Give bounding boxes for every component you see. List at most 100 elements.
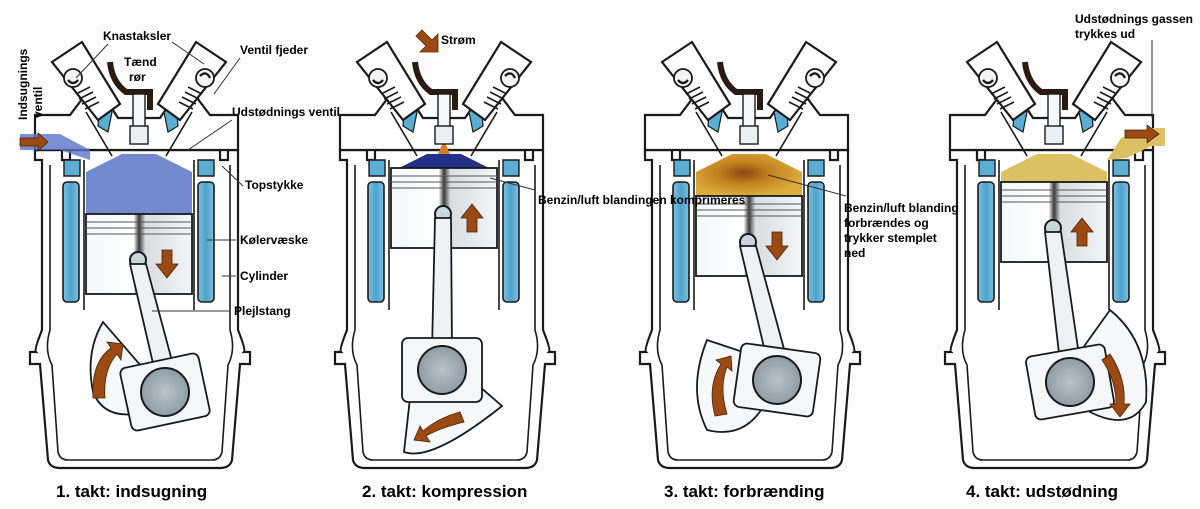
valve-spring-left <box>685 86 701 95</box>
cam-lobe-left <box>67 79 79 85</box>
head-coolant-left <box>63 159 81 177</box>
valve-spring-right <box>181 96 197 105</box>
exhaust-valve-housing <box>766 40 838 122</box>
engine-stroke-4 <box>943 40 1167 470</box>
crank-rotation-arrow-icon <box>92 341 124 399</box>
stroke-4-labels: Udstødnings gassen trykkes ud <box>1075 12 1193 118</box>
crankshaft-journal <box>417 345 467 395</box>
label-valve-spring: Ventil fjeder <box>240 43 308 57</box>
gas-combustion <box>696 154 802 196</box>
label-intake-valve-line2: ventil <box>31 87 45 118</box>
coolant-jacket-right <box>197 181 215 303</box>
head-coolant-right <box>807 159 825 177</box>
crank-rotation-arrow-icon <box>1101 353 1131 418</box>
stroke-2-labels: Strøm Benzin/luft blandingen komprimeres <box>415 29 746 207</box>
camshaft-right-icon <box>1110 68 1130 88</box>
piston-arrow-down-icon <box>155 249 179 279</box>
intake-valve-housing <box>965 40 1037 122</box>
valve-spring-left <box>84 101 100 110</box>
valve-spring-right <box>483 101 499 110</box>
engine-block-inner <box>656 165 844 461</box>
caption-stroke-3: 3. takt: forbrænding <box>664 482 825 501</box>
caption-stroke-4: 4. takt: udstødning <box>966 482 1118 501</box>
ignition-wire <box>1022 61 1068 110</box>
exhaust-arrow-icon <box>1124 124 1160 144</box>
valve-spring-right <box>178 101 194 110</box>
coolant-jacket-left <box>367 181 385 303</box>
valve-spring-right <box>1096 96 1112 105</box>
valve-stems <box>695 111 803 157</box>
crank-rotation-arrow-icon <box>413 411 465 443</box>
spark-plug-body <box>1044 125 1064 145</box>
cylinder-bore <box>83 160 195 310</box>
leader-exhaust-valve <box>187 119 233 151</box>
valve-stems <box>1000 111 1108 157</box>
stroke-1-labels: Indsugnings ventil Knastaksler Tænd rør … <box>16 29 340 318</box>
head-coolant-right <box>197 159 215 177</box>
leader-valve-spring <box>213 57 241 95</box>
valve-stems <box>390 111 498 157</box>
head-coolant-left <box>978 159 996 177</box>
spark-plug-body <box>739 125 759 145</box>
valve-spring-left <box>996 96 1012 105</box>
valve-spring-right <box>788 101 804 110</box>
cam-lobe-left <box>982 79 994 85</box>
valve-spring-right <box>492 86 508 95</box>
engine-block-inner <box>961 165 1149 461</box>
head-coolant-right <box>1112 159 1130 177</box>
caption-stroke-1: 1. takt: indsugning <box>56 482 207 501</box>
valve-spring-left <box>691 96 707 105</box>
valve-spring-right <box>184 91 200 100</box>
crankshaft-journal <box>140 367 190 417</box>
label-combustion-note-line1: Benzin/luft blanding <box>844 201 959 215</box>
label-combustion-note-line4: ned <box>844 246 865 260</box>
cam-lobe-left <box>372 79 384 85</box>
label-current: Strøm <box>441 33 476 47</box>
ignition-wire <box>107 61 153 110</box>
ignition-wire <box>412 61 458 110</box>
cam-lobe-right <box>504 72 517 79</box>
spark-plug-body <box>129 125 149 145</box>
valve-spring-left <box>386 96 402 105</box>
cam-lobe-right <box>809 72 822 79</box>
gas-intake <box>86 154 192 214</box>
current-arrow-icon <box>415 29 439 53</box>
head-coolant-right <box>502 159 520 177</box>
valve-spring-left <box>688 91 704 100</box>
valve-spring-left <box>694 101 710 110</box>
spark-plug-icon <box>437 93 451 129</box>
ignition-wire <box>717 61 763 110</box>
cylinder-bore <box>998 160 1110 310</box>
piston-arrow-up-icon <box>1070 217 1094 247</box>
valve-spring-right <box>1093 101 1109 110</box>
camshaft-right-icon <box>500 68 520 88</box>
coolant-jacket-right <box>502 181 520 303</box>
label-camshafts: Knastaksler <box>103 29 171 43</box>
piston-arrow-up-icon <box>460 203 484 233</box>
camshaft-left-icon <box>368 68 388 88</box>
camshaft-left-icon <box>978 68 998 88</box>
valve-spring-right <box>791 96 807 105</box>
leader-combustion-note <box>767 174 847 197</box>
intake-arrow-icon <box>19 132 49 152</box>
valve-spring-left <box>380 86 396 95</box>
valve-spring-right <box>489 91 505 100</box>
valve-spring-left <box>990 86 1006 95</box>
crank-rotation-arrow-icon <box>711 355 733 417</box>
valve-spring-left <box>383 91 399 100</box>
gas-exhaust <box>1001 154 1107 182</box>
exhaust-valve-housing <box>461 40 533 122</box>
stroke-3-labels: Benzin/luft blanding forbrændes og trykk… <box>767 174 959 260</box>
head-coolant-left <box>368 159 386 177</box>
coolant-jacket-right <box>1112 181 1130 303</box>
intake-valve-housing <box>660 40 732 122</box>
coolant-jacket-left <box>977 181 995 303</box>
engine-stroke-3 <box>638 40 862 470</box>
valve-spring-right <box>1099 91 1115 100</box>
engine-block-inner <box>351 165 539 461</box>
leader-compression-note <box>489 177 536 191</box>
label-exhaust-note-line1: Udstødnings gassen <box>1075 12 1193 26</box>
exhaust-valve-housing <box>156 40 228 122</box>
cylinder-bore <box>388 160 500 310</box>
